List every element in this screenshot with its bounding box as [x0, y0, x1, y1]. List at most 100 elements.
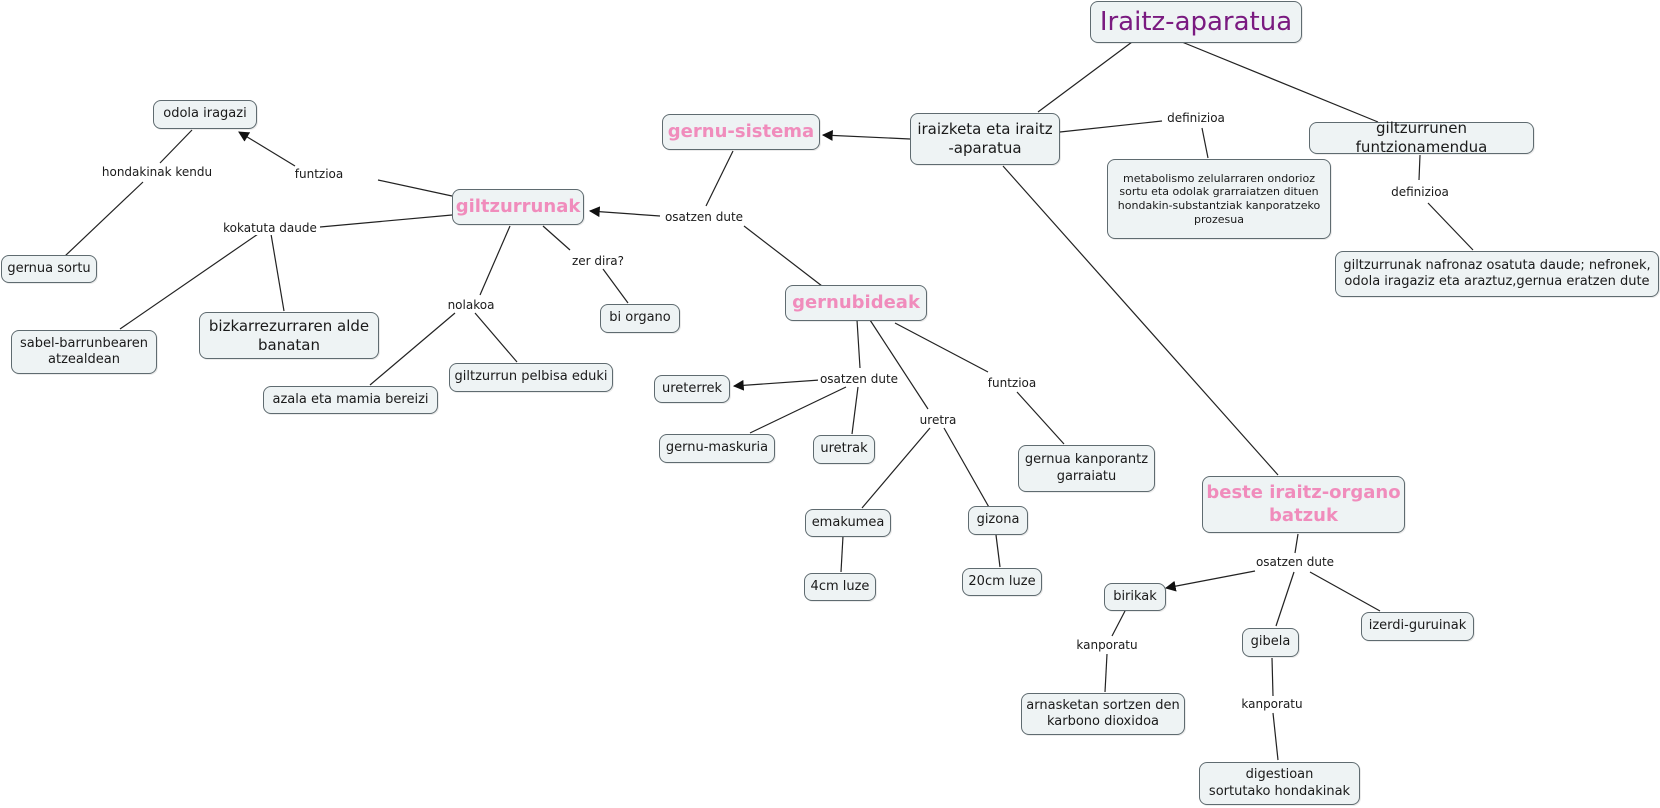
- link-label-kanporatu: kanporatu: [1074, 638, 1140, 652]
- node-odola-iragazi[interactable]: odola iragazi: [153, 100, 257, 129]
- link: [369, 312, 456, 386]
- link: [602, 268, 629, 304]
- link: [894, 322, 989, 373]
- node-label: gernua sortu: [7, 260, 91, 276]
- link: [1037, 41, 1133, 113]
- node-label: gizona: [976, 512, 1020, 528]
- node-beste-iraitz-organo[interactable]: beste iraitz-organo batzuk: [1202, 476, 1405, 533]
- node-label: gibela: [1250, 634, 1291, 650]
- node-gibela[interactable]: gibela: [1242, 628, 1299, 657]
- node-label: bi organo: [609, 310, 671, 326]
- link: [474, 312, 518, 363]
- node-label: Iraitz-aparatua: [1099, 6, 1293, 37]
- link: [1111, 610, 1126, 637]
- node-giltzurrunen-funtzionamendua[interactable]: giltzurrunen funtzionamendua: [1309, 119, 1534, 156]
- node-izerdi-guruinak[interactable]: izerdi-guruinak: [1361, 612, 1474, 641]
- node-label: uretrak: [820, 441, 868, 457]
- arrow-link: [732, 379, 821, 391]
- node-label: emakumea: [811, 514, 885, 530]
- link-label-hondakinak-kendu: hondakinak kendu: [99, 165, 215, 179]
- link: [479, 225, 511, 296]
- link-label-nolakoa: nolakoa: [445, 298, 497, 312]
- link: [159, 129, 193, 164]
- node-label: arnasketan sortzen den karbono dioxidoa: [1026, 697, 1180, 729]
- node-ureterrek[interactable]: ureterrek: [654, 375, 730, 403]
- node-giltzurrun-pelbisa[interactable]: giltzurrun pelbisa eduki: [449, 363, 613, 392]
- node-bizkarrezurraren[interactable]: bizkarrezurraren alde banatan: [199, 312, 379, 359]
- link: [319, 214, 453, 228]
- link: [1418, 154, 1421, 181]
- link: [943, 427, 991, 510]
- node-gernua-sortu[interactable]: gernua sortu: [1, 255, 97, 283]
- link-label-funtzioa: funtzioa: [985, 376, 1039, 390]
- node-label: gernua kanporantz garraiatu: [1024, 452, 1149, 484]
- link-label-zer-dira: zer dira?: [569, 254, 627, 268]
- link: [377, 179, 453, 197]
- link: [1427, 202, 1474, 251]
- node-4cm-luze[interactable]: 4cm luze: [804, 573, 876, 601]
- link-label-osatzen-dute: osatzen dute: [1253, 555, 1337, 569]
- node-label: giltzurrunak nafronaz osatuta daude; nef…: [1343, 257, 1651, 289]
- link: [995, 534, 1001, 568]
- node-definizio-metabolismo[interactable]: metabolismo zelularraren ondorioz sortu …: [1107, 159, 1331, 239]
- link: [1272, 712, 1279, 761]
- link-label-osatzen-dute: osatzen dute: [817, 372, 901, 386]
- link: [861, 427, 931, 509]
- node-label: giltzurrunen funtzionamendua: [1355, 119, 1488, 156]
- node-giltzurrunak-nafronaz[interactable]: giltzurrunak nafronaz osatuta daude; nef…: [1335, 251, 1659, 297]
- node-gernu-maskuria[interactable]: gernu-maskuria: [659, 434, 775, 463]
- node-emakumea[interactable]: emakumea: [805, 509, 891, 537]
- node-digestioan[interactable]: digestioan sortutako hondakinak: [1199, 762, 1360, 805]
- link: [1275, 571, 1295, 627]
- arrow-link: [588, 206, 661, 218]
- node-bi-organo[interactable]: bi organo: [600, 304, 680, 333]
- node-iraitz-aparatua[interactable]: Iraitz-aparatua: [1090, 1, 1302, 43]
- node-label: digestioan sortutako hondakinak: [1208, 767, 1351, 799]
- link: [851, 386, 859, 435]
- link: [1059, 120, 1163, 133]
- node-giltzurrunak[interactable]: giltzurrunak: [452, 189, 584, 225]
- link: [856, 319, 861, 369]
- node-20cm-luze[interactable]: 20cm luze: [962, 568, 1042, 596]
- node-uretrak[interactable]: uretrak: [813, 435, 875, 464]
- link-label-kokatuta-daude: kokatuta daude: [221, 221, 319, 235]
- node-label: azala eta mamia bereizi: [272, 391, 429, 407]
- node-birikak[interactable]: birikak: [1104, 583, 1166, 611]
- node-label: gernubideak: [792, 291, 920, 313]
- link: [869, 319, 929, 410]
- node-gernu-sistema[interactable]: gernu-sistema: [662, 114, 820, 150]
- link-label-osatzen-dute: osatzen dute: [662, 210, 746, 224]
- link: [542, 225, 571, 251]
- node-label: gernu-sistema: [667, 120, 815, 142]
- link: [1002, 165, 1279, 476]
- node-label: 20cm luze: [968, 573, 1036, 589]
- node-gernubideak[interactable]: gernubideak: [785, 285, 927, 321]
- arrow-link: [1164, 570, 1256, 592]
- node-gernua-kanporantz[interactable]: gernua kanporantz garraiatu: [1018, 445, 1155, 492]
- node-label: izerdi-guruinak: [1368, 618, 1467, 634]
- link: [743, 225, 823, 287]
- link: [749, 386, 847, 434]
- node-iraizketa[interactable]: iraizketa eta iraitz -aparatua: [910, 113, 1060, 165]
- node-arnasketan[interactable]: arnasketan sortzen den karbono dioxidoa: [1021, 693, 1185, 735]
- link: [1016, 391, 1065, 445]
- arrow-link: [238, 131, 296, 167]
- link: [840, 535, 844, 573]
- node-label: metabolismo zelularraren ondorioz sortu …: [1117, 171, 1321, 226]
- arrow-link: [821, 130, 911, 141]
- link: [1181, 41, 1379, 123]
- node-gizona[interactable]: gizona: [968, 506, 1028, 535]
- node-azala-mamia[interactable]: azala eta mamia bereizi: [263, 386, 438, 414]
- node-label: beste iraitz-organo batzuk: [1206, 482, 1401, 526]
- link: [1201, 127, 1209, 159]
- link: [64, 181, 144, 257]
- node-label: 4cm luze: [810, 578, 870, 594]
- node-sabel-barrunbearen[interactable]: sabel-barrunbearen atzealdean: [11, 330, 157, 374]
- node-label: sabel-barrunbearen atzealdean: [20, 335, 148, 367]
- link: [1309, 571, 1381, 612]
- link-label-kanporatu: kanporatu: [1239, 697, 1305, 711]
- link: [119, 233, 259, 330]
- link-label-definizioa: definizioa: [1165, 111, 1227, 125]
- node-label: odola iragazi: [163, 106, 247, 122]
